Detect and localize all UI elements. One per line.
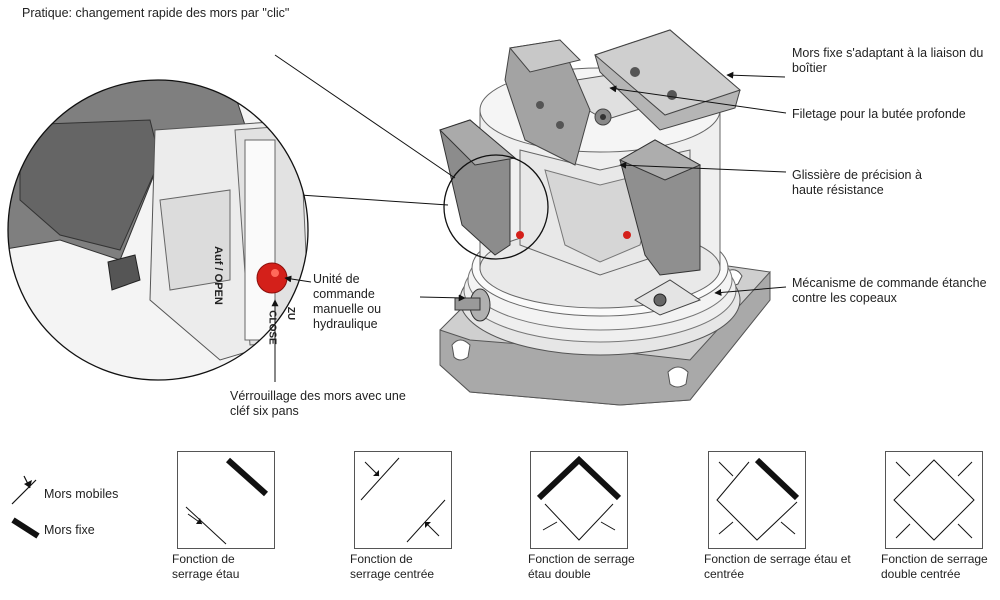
function-box-vise-centered	[708, 451, 806, 549]
callout-thread: Filetage pour la butée profonde	[792, 107, 966, 121]
function-caption-vise: Fonction de serrage étau	[172, 552, 240, 581]
callout-locking: Vérrouillage des mors avec une cléf six …	[230, 389, 406, 418]
function-caption-double-centered: Fonction de serrage double centrée	[881, 552, 988, 581]
legend-icons	[11, 475, 40, 539]
function-box-double-centered	[885, 451, 983, 549]
callout-mechanism: Mécanisme de commande étanche contre les…	[792, 276, 987, 305]
legend-fixed: Mors fixe	[44, 523, 95, 537]
legend-mobile: Mors mobiles	[44, 487, 119, 501]
fixed-jaw-icon	[11, 517, 40, 539]
zoom-detail	[8, 80, 308, 380]
callout-guide: Glissière de précision à haute résistanc…	[792, 168, 922, 197]
page-title: Pratique: changement rapide des mors par…	[22, 6, 290, 20]
function-caption-centered: Fonction de serrage centrée	[350, 552, 435, 581]
function-caption-vise-centered: Fonction de serrage étau et centrée	[704, 552, 851, 581]
function-box-centered	[354, 451, 452, 549]
detail-label-open: Auf / OPEN	[211, 246, 224, 305]
function-box-vise	[177, 451, 275, 549]
zoom-circle-outline	[7, 79, 309, 381]
callout-fixed-jaws: Mors fixe s'adaptant à la liaison du boî…	[792, 46, 984, 75]
function-box-double-vise	[530, 451, 628, 549]
callout-control-unit: Unité de commande manuelle ou hydrauliqu…	[313, 272, 382, 331]
detail-label-zu: ZU	[285, 306, 297, 321]
detail-label-close: CLOSE	[266, 310, 278, 345]
vise-body	[439, 29, 771, 406]
function-caption-double-vise: Fonction de serrage étau double	[528, 552, 635, 581]
